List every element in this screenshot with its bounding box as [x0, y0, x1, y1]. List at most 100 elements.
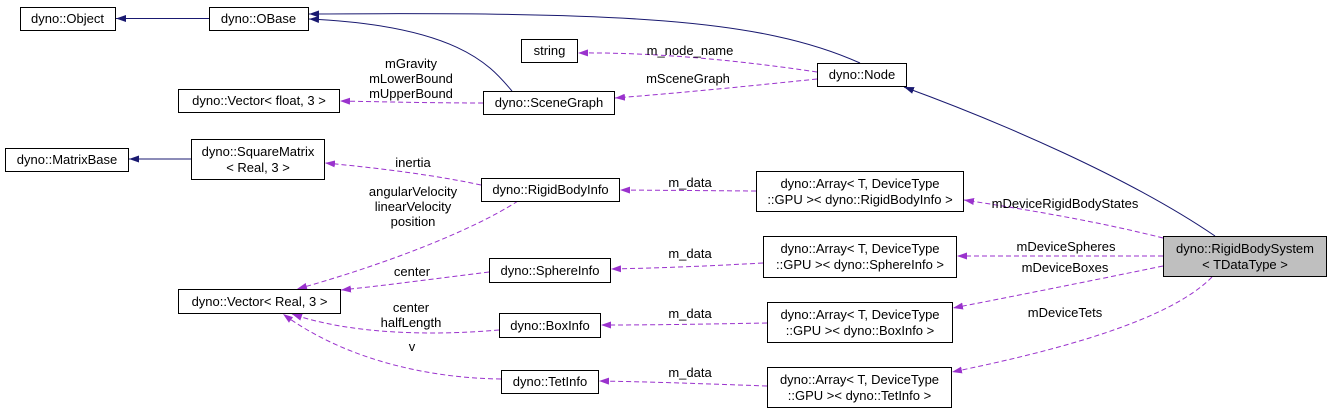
node-string: string — [521, 39, 578, 63]
node-box[interactable] — [767, 367, 952, 408]
node-box[interactable] — [481, 178, 620, 202]
edge-rigid-body-info-to-vector-real — [296, 200, 519, 290]
edge-system-to-array-rigid-body-info — [963, 198, 1164, 239]
node-label-line-1: dyno::Array< T, DeviceType — [780, 307, 939, 322]
node-dyno-array-sphere-info[interactable]: dyno::Array< T, DeviceType ::GPU >< dyno… — [763, 236, 957, 278]
edge-array-rigid-body-info-to-rigid-body-info — [619, 186, 757, 194]
node-label-line-1: dyno::Array< T, DeviceType — [780, 372, 939, 387]
node-dyno-tet-info[interactable]: dyno::TetInfo — [501, 370, 599, 394]
edge-labels: m_node_name mSceneGraph mGravity mLowerB… — [369, 43, 1139, 380]
edge-system-to-array-tet-info — [951, 276, 1213, 374]
node-box[interactable] — [178, 289, 341, 314]
edge-label-m-device-spheres: mDeviceSpheres — [1017, 239, 1116, 254]
node-label-line-2: ::GPU >< dyno::RigidBodyInfo > — [767, 192, 952, 207]
edge-label-half-length: halfLength — [381, 315, 442, 330]
node-box[interactable] — [817, 63, 907, 87]
edge-label-m-lower-bound: mLowerBound — [369, 71, 453, 86]
node-box[interactable] — [489, 258, 611, 283]
node-box[interactable] — [501, 370, 599, 394]
node-box[interactable] — [209, 7, 309, 31]
node-dyno-scene-graph[interactable]: dyno::SceneGraph — [483, 91, 615, 115]
edge-label-m-upper-bound: mUpperBound — [369, 86, 453, 101]
node-label-line-1: dyno::Array< T, DeviceType — [780, 241, 939, 256]
edge-label-m-gravity: mGravity — [385, 56, 438, 71]
node-dyno-array-box-info[interactable]: dyno::Array< T, DeviceType ::GPU >< dyno… — [767, 302, 953, 343]
node-box[interactable] — [763, 236, 957, 278]
node-label: dyno::MatrixBase — [17, 152, 117, 167]
node-dyno-node[interactable]: dyno::Node — [817, 63, 907, 87]
edge-label-m-device-rigid-body-states: mDeviceRigidBodyStates — [992, 196, 1139, 211]
node-label: dyno::BoxInfo — [510, 318, 590, 333]
node-label: dyno::Node — [829, 67, 896, 82]
node-dyno-object[interactable]: dyno::Object — [20, 7, 116, 31]
node-box[interactable] — [767, 302, 953, 343]
node-dyno-rigid-body-system: dyno::RigidBodySystem < TDataType > — [1163, 236, 1327, 277]
edge-node-to-scene-graph — [614, 78, 818, 101]
node-label: dyno::Vector< float, 3 > — [192, 93, 326, 108]
edge-label-m-scene-graph: mSceneGraph — [646, 71, 730, 86]
node-dyno-vector-float[interactable]: dyno::Vector< float, 3 > — [178, 89, 340, 113]
node-label-line-2: ::GPU >< dyno::BoxInfo > — [786, 323, 935, 338]
node-dyno-array-tet-info[interactable]: dyno::Array< T, DeviceType ::GPU >< dyno… — [767, 367, 952, 408]
edge-box-info-to-vector-real — [291, 313, 500, 334]
node-label-line-2: ::GPU >< dyno::SphereInfo > — [776, 257, 944, 272]
edge-label-center: center — [393, 300, 430, 315]
edge-scene-graph-to-obase — [308, 15, 513, 92]
node-label-line-2: < TDataType > — [1202, 257, 1288, 272]
node-label-line-2: < Real, 3 > — [226, 160, 290, 175]
edge-rigid-body-system-to-node — [903, 86, 1216, 237]
edge-label-m-data: m_data — [668, 365, 712, 380]
node-label: dyno::Object — [31, 11, 104, 26]
node-box[interactable] — [499, 313, 601, 338]
edge-label-m-data: m_data — [668, 246, 712, 261]
node-dyno-box-info[interactable]: dyno::BoxInfo — [499, 313, 601, 338]
node-dyno-sphere-info[interactable]: dyno::SphereInfo — [489, 258, 611, 283]
usage-edges — [282, 49, 1213, 387]
node-dyno-square-matrix[interactable]: dyno::SquareMatrix < Real, 3 > — [191, 139, 325, 180]
node-label-line-1: dyno::RigidBodySystem — [1176, 241, 1314, 256]
edge-node-to-obase — [308, 10, 861, 64]
node-dyno-rigid-body-info[interactable]: dyno::RigidBodyInfo — [481, 178, 620, 202]
edge-rigid-body-info-to-square-matrix — [324, 160, 482, 186]
node-box[interactable] — [191, 139, 325, 180]
node-label: string — [534, 43, 566, 58]
node-label: dyno::SphereInfo — [500, 263, 599, 278]
node-box[interactable] — [20, 7, 116, 31]
edge-array-sphere-info-to-sphere-info — [610, 262, 764, 273]
node-box[interactable] — [756, 171, 964, 212]
edge-label-linear-velocity: linearVelocity — [375, 199, 452, 214]
node-box — [521, 39, 578, 63]
node-dyno-vector-real[interactable]: dyno::Vector< Real, 3 > — [178, 289, 341, 314]
node-box[interactable] — [178, 89, 340, 113]
edge-label-m-device-tets: mDeviceTets — [1028, 305, 1103, 320]
edge-scene-graph-to-vector-float — [339, 97, 484, 105]
node-dyno-obase[interactable]: dyno::OBase — [209, 7, 309, 31]
node-label: dyno::Vector< Real, 3 > — [192, 294, 328, 309]
edge-array-box-info-to-box-info — [600, 321, 768, 329]
node-box[interactable] — [483, 91, 615, 115]
edge-label-m-data: m_data — [668, 306, 712, 321]
node-label: dyno::OBase — [221, 11, 296, 26]
edge-label-m-data: m_data — [668, 175, 712, 190]
edge-label-v: v — [409, 339, 416, 354]
node-dyno-matrix-base[interactable]: dyno::MatrixBase — [5, 148, 129, 172]
edge-label-position: position — [391, 214, 436, 229]
node-label: dyno::RigidBodyInfo — [492, 182, 608, 197]
node-label-line-1: dyno::Array< T, DeviceType — [780, 176, 939, 191]
edge-system-to-array-box-info — [952, 265, 1164, 310]
node-box — [1163, 236, 1327, 277]
node-label: dyno::TetInfo — [513, 374, 587, 389]
edge-label-m-node-name: m_node_name — [647, 43, 734, 58]
inheritance-edges — [116, 10, 1216, 237]
edge-label-angular-velocity: angularVelocity — [369, 184, 458, 199]
node-box[interactable] — [5, 148, 129, 172]
edge-sphere-info-to-vector-real — [340, 271, 490, 293]
edge-node-to-string — [577, 49, 818, 73]
edge-label-center: center — [394, 264, 431, 279]
node-dyno-array-rigid-body-info[interactable]: dyno::Array< T, DeviceType ::GPU >< dyno… — [756, 171, 964, 212]
node-label-line-2: ::GPU >< dyno::TetInfo > — [788, 388, 931, 403]
edge-label-m-device-boxes: mDeviceBoxes — [1022, 260, 1109, 275]
edge-array-tet-info-to-tet-info — [598, 377, 768, 387]
node-label-line-1: dyno::SquareMatrix — [202, 144, 315, 159]
